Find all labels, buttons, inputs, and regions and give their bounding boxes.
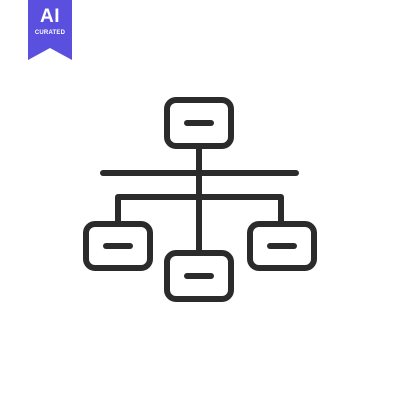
top-node (164, 97, 234, 149)
bottom-node (164, 250, 234, 302)
badge-ribbon-shape (28, 0, 72, 60)
left-node (83, 221, 153, 271)
badge-subtitle: CURATED (34, 30, 66, 36)
right-node (247, 221, 317, 271)
badge-title: AI (40, 6, 60, 27)
ai-curated-badge: AI CURATED (28, 0, 72, 60)
branch-connector-line (115, 194, 284, 227)
